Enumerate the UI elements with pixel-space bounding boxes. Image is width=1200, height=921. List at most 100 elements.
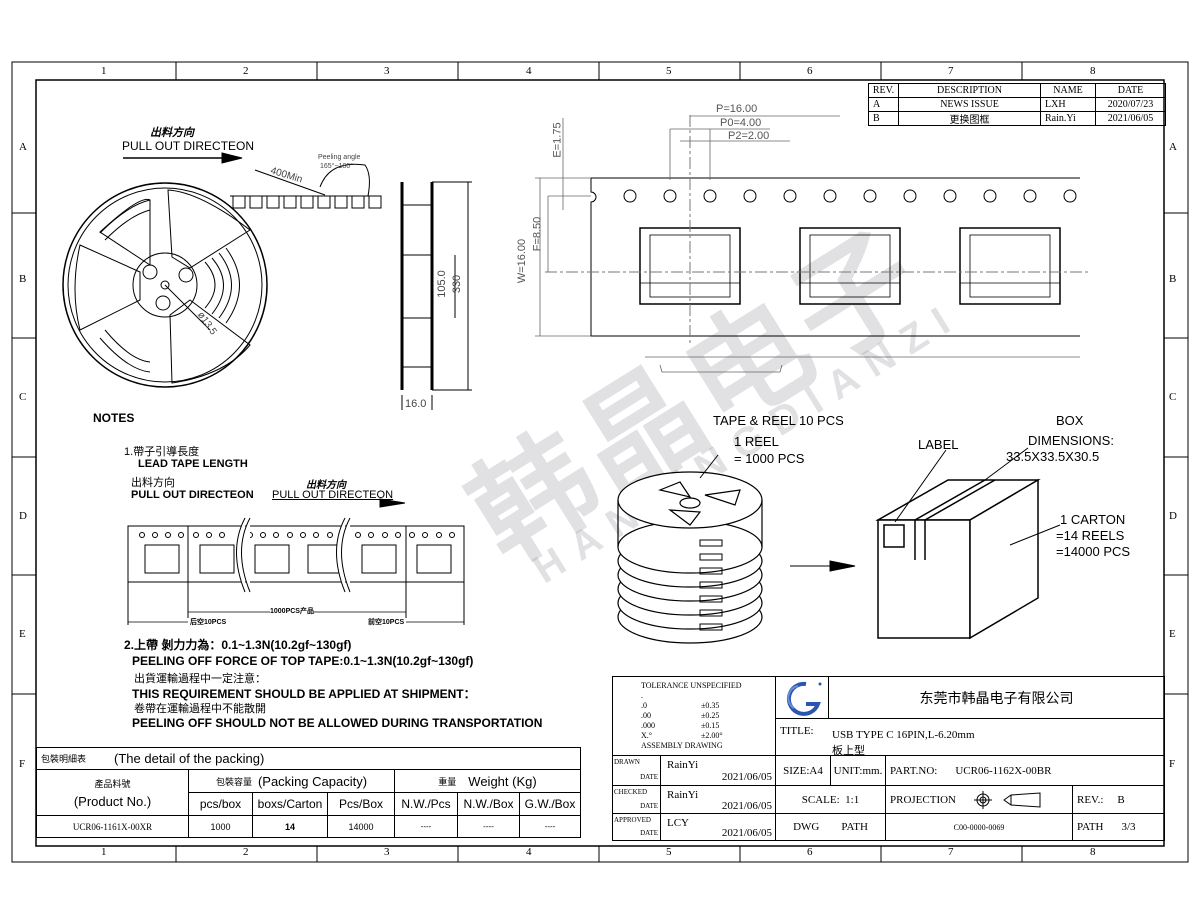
p0-dim: P0=4.00 xyxy=(720,117,762,129)
drawn-label: DRAWN xyxy=(614,758,640,766)
date-label: DATE xyxy=(640,829,658,837)
boxes-per-carton-cell: 14 xyxy=(252,815,328,838)
scale-cell: SCALE: 1:1 xyxy=(775,785,886,814)
dwg-number: C00-0000-0069 xyxy=(885,813,1073,841)
tape-reel-label: TAPE & REEL 10 PCS xyxy=(713,413,844,428)
note-4-cn: 卷帶在運輸過程中不能散開 xyxy=(134,703,266,715)
product-no-cell: UCR06-1161X-00XR xyxy=(36,815,189,838)
packing-title-en: (The detail of the packing) xyxy=(114,751,265,766)
direction-label-cn: 出料方向 xyxy=(150,127,194,139)
subheader: G.W./Box xyxy=(519,792,581,816)
drawn-cell: RainYi 2021/06/05 xyxy=(660,755,776,786)
tolerance-box: TOLERANCE UNSPECIFIED . .0±0.35 .00±0.25… xyxy=(612,676,776,756)
tolerance-key: X.° xyxy=(641,731,652,740)
logo-icon xyxy=(786,681,822,716)
title-line-1: USB TYPE C 16PIN,L-6.20mm xyxy=(832,729,975,741)
subheader: Pcs/Box xyxy=(327,792,395,816)
tolerance-key: . xyxy=(641,691,643,700)
tolerance-title: TOLERANCE UNSPECIFIED xyxy=(641,681,742,690)
notes-title: NOTES xyxy=(93,411,135,425)
nw-pcs-cell: ---- xyxy=(394,815,458,838)
column-label: 1 xyxy=(101,846,107,858)
part-no-label: PART.NO: xyxy=(890,764,938,777)
checked-label-cell: CHECKED DATE xyxy=(612,785,661,814)
tolerance-value: ±0.15 xyxy=(701,721,720,730)
note-1-en: LEAD TAPE LENGTH xyxy=(138,458,248,470)
direction-label: PULL OUT DIRECTEON xyxy=(122,139,255,153)
column-label: 6 xyxy=(807,846,813,858)
drawn-name: RainYi xyxy=(667,759,699,771)
subheader: pcs/box xyxy=(188,792,253,816)
carton-label: 1 CARTON xyxy=(1060,512,1126,527)
tolerance-value: ±0.25 xyxy=(701,711,720,720)
row-label: A xyxy=(19,141,27,153)
box-label: BOX xyxy=(1056,413,1084,428)
drawn-label-cell: DRAWN DATE xyxy=(612,755,661,786)
note-direction-cn: 出料方向 xyxy=(131,477,175,489)
column-label: 1 xyxy=(101,65,107,77)
column-label: 8 xyxy=(1090,846,1096,858)
projection-symbol-icon xyxy=(974,790,1041,809)
row-label: E xyxy=(1169,628,1176,640)
column-label: 6 xyxy=(807,65,813,77)
note-direction-en: PULL OUT DIRECTEON xyxy=(131,489,254,501)
column-label: 2 xyxy=(243,65,249,77)
part-no-cell: PART.NO: UCR06-1162X-00BR xyxy=(885,755,1165,786)
subheader: boxs/Carton xyxy=(252,792,328,816)
row-label: D xyxy=(1169,510,1177,522)
sheet-value: 3/3 xyxy=(1121,821,1136,833)
size-cell: SIZE:A4 xyxy=(775,755,831,786)
checked-cell: RainYi 2021/06/05 xyxy=(660,785,776,814)
product-header-cn: 產品料號 xyxy=(94,778,131,789)
approved-name: LCY xyxy=(667,817,689,829)
column-label: 3 xyxy=(384,846,390,858)
gw-box-cell: ---- xyxy=(519,815,581,838)
note-3-cn: 出貨運輸過程中一定注意： xyxy=(134,673,266,685)
pcs-per-carton-cell: 14000 xyxy=(327,815,395,838)
sheet-cell: PATH 3/3 xyxy=(1072,813,1165,841)
approved-date: 2021/06/05 xyxy=(721,827,772,839)
note-2-cn: 2.上帶 剝力力為：0.1~1.3N(10.2gf~130gf) xyxy=(124,638,352,652)
column-label: 4 xyxy=(526,846,532,858)
note-2-en: PEELING OFF FORCE OF TOP TAPE:0.1~1.3N(1… xyxy=(132,654,474,668)
drawn-date: 2021/06/05 xyxy=(721,771,772,783)
row-label: D xyxy=(19,510,27,522)
tape-direction-cn: 出料方向 xyxy=(306,480,346,491)
dwg-path-cell: DWG PATH xyxy=(775,813,886,841)
projection-label: PROJECTION xyxy=(890,793,957,806)
capacity-header-cn: 包裝容量 xyxy=(215,776,252,787)
checked-name: RainYi xyxy=(667,789,699,801)
carton-reels-label: =14 REELS xyxy=(1056,528,1125,543)
approved-label: APPROVED xyxy=(614,816,651,824)
note-3-en: THIS REQUIREMENT SHOULD BE APPLIED AT SH… xyxy=(132,687,476,701)
label-callout: LABEL xyxy=(918,437,959,452)
column-label: 3 xyxy=(384,65,390,77)
product-header: 產品料號 (Product No.) xyxy=(36,769,189,816)
row-label: B xyxy=(1169,273,1177,285)
column-label: 5 xyxy=(666,65,672,77)
tolerance-value: ±0.35 xyxy=(701,701,720,710)
title-cell: TITLE: USB TYPE C 16PIN,L-6.20mm 板上型 xyxy=(775,718,1165,757)
projection-cell: PROJECTION xyxy=(885,785,1073,814)
row-label: A xyxy=(1169,141,1177,153)
rev-label: REV.: xyxy=(1077,793,1104,806)
note-4-en: PEELING OFF SHOULD NOT BE ALLOWED DURING… xyxy=(132,716,543,730)
dwg-label: DWG xyxy=(793,821,820,833)
note-1-cn: 1.帶子引導長度 xyxy=(124,446,200,458)
nw-box-cell: ---- xyxy=(457,815,520,838)
row-label: C xyxy=(1169,391,1177,403)
part-no-value: UCR06-1162X-00BR xyxy=(955,764,1052,777)
row-label: E xyxy=(19,628,26,640)
company-name: 东莞市韩晶电子有限公司 xyxy=(828,676,1165,719)
product-header-en: (Product No.) xyxy=(73,793,152,809)
column-label: 4 xyxy=(526,65,532,77)
subheader: N.W./Pcs xyxy=(394,792,458,816)
title-label: TITLE: xyxy=(780,725,814,737)
leader-label: 前空10PCS xyxy=(368,617,405,627)
unit-cell: UNIT:mm. xyxy=(830,755,886,786)
